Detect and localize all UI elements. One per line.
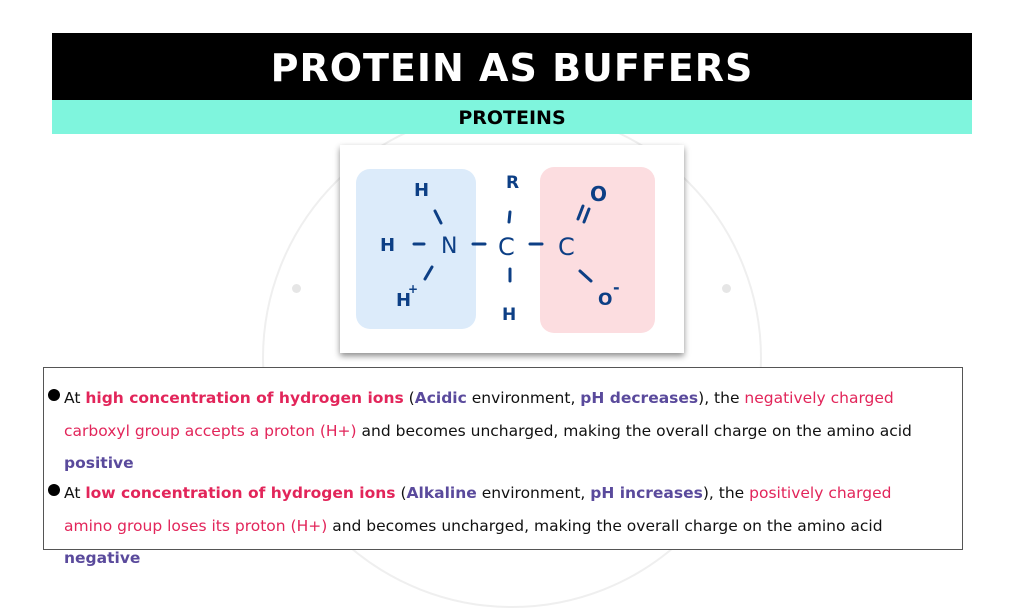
plus-charge: + [408, 282, 418, 296]
atom-c-carboxyl: C [558, 233, 575, 261]
slide-title: PROTEIN AS BUFFERS [52, 33, 972, 100]
watermark-dot [292, 284, 301, 293]
bullet-alkaline: At low concentration of hydrogen ions (A… [48, 477, 944, 575]
highlighted-text: pH increases [590, 484, 703, 502]
bullet-text: ( [403, 389, 415, 407]
bullet-text: At [64, 389, 86, 407]
atom-o-double: O [590, 182, 607, 206]
highlighted-text: pH decreases [580, 389, 699, 407]
bonds [412, 204, 593, 283]
minus-charge: - [613, 278, 620, 297]
highlighted-text: positively charged amino group loses its… [64, 484, 892, 535]
bullet-text: ), the [702, 484, 750, 502]
bullet-acidic: At high concentration of hydrogen ions (… [48, 382, 944, 480]
highlighted-text: Alkaline [406, 484, 477, 502]
bullet-text: At [64, 484, 86, 502]
carboxyl-group-highlight [540, 167, 655, 333]
atom-n: N [441, 234, 457, 259]
explanation-box: At high concentration of hydrogen ions (… [43, 367, 963, 567]
highlighted-text: Acidic [414, 389, 467, 407]
atom-o-minus: O [598, 290, 612, 310]
atom-h-plus: H [396, 290, 411, 311]
highlighted-text: positive [64, 454, 134, 472]
watermark-dot [722, 284, 731, 293]
amino-acid-structure-diagram: H H N H + C R H C O O - [340, 145, 684, 353]
amino-group-highlight [356, 169, 476, 329]
highlighted-text: negatively charged carboxyl group accept… [64, 389, 894, 440]
atom-h-bottom: H [502, 305, 516, 325]
bullet-text: ( [395, 484, 407, 502]
highlighted-text: negative [64, 549, 141, 567]
bullet-text: and becomes uncharged, making the overal… [327, 516, 883, 535]
highlighted-text: low concentration of hydrogen ions [85, 484, 396, 502]
slide-subtitle: PROTEINS [52, 100, 972, 134]
atom-h-left: H [380, 235, 395, 256]
bullet-text: ), the [698, 389, 745, 407]
atom-r: R [506, 173, 519, 193]
bullet-text: environment, [466, 389, 581, 407]
bullet-text: and becomes uncharged, making the overal… [356, 421, 912, 440]
atom-h-top: H [414, 180, 429, 201]
atom-c-alpha: C [498, 233, 515, 261]
highlighted-text: high concentration of hydrogen ions [85, 389, 404, 407]
bullet-text: environment, [476, 484, 591, 502]
